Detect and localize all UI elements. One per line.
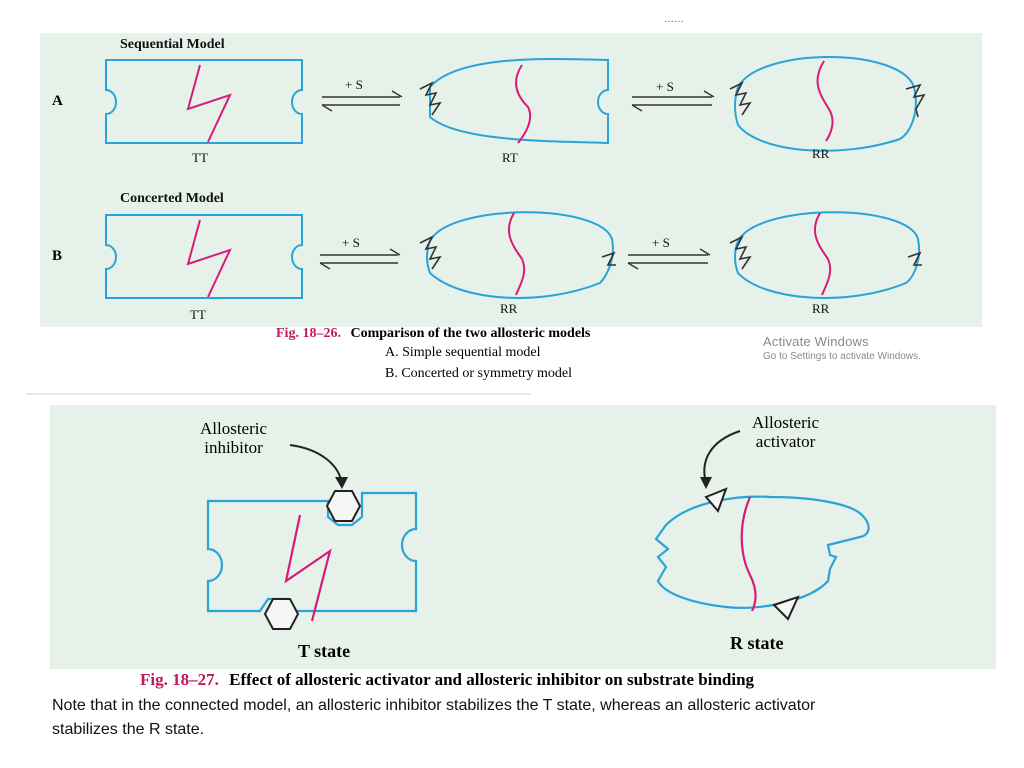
concerted-model-title: Concerted Model (120, 191, 224, 206)
r-state-shape (654, 495, 870, 612)
rr-oval-a (729, 56, 926, 152)
tt-square-a (105, 59, 303, 144)
activator-label: Allosteric activator (752, 413, 819, 451)
row-label-a: A (52, 93, 63, 109)
figure-2-diagram (206, 430, 870, 630)
plus-s-label: + S (345, 77, 363, 92)
activator-label-line2: activator (755, 432, 816, 451)
state-label-rr: RR (500, 301, 518, 316)
activate-windows-subtitle: Go to Settings to activate Windows. (763, 351, 921, 362)
figure-1-title: Comparison of the two allosteric models (350, 326, 591, 341)
sequential-model-title: Sequential Model (120, 37, 225, 52)
equilibrium-arrows-a2 (631, 90, 715, 112)
note-line-1: Note that in the connected model, an all… (52, 697, 816, 714)
rr-oval-b1 (419, 211, 616, 299)
divider (26, 393, 531, 395)
row-label-b: B (52, 248, 63, 264)
equilibrium-arrows-a1 (321, 90, 403, 112)
figure-1-caption-line-a: A. Simple sequential model (385, 345, 541, 360)
figure-2-caption: Fig. 18–27. Effect of allosteric activat… (140, 670, 754, 690)
state-label-rt: RT (502, 150, 518, 165)
r-state-label: R state (730, 633, 784, 653)
plus-s-label: + S (342, 235, 360, 250)
rr-oval-b2 (729, 211, 922, 299)
plus-s-label: + S (652, 235, 670, 250)
figure-1-caption: Fig. 18–26. Comparison of the two allost… (276, 326, 590, 342)
substrate-triangle (772, 595, 800, 621)
equilibrium-arrows-b2 (627, 248, 711, 270)
note-line-2: stabilizes the R state. (52, 721, 205, 738)
t-state-label: T state (298, 641, 351, 661)
t-state-shape (206, 491, 418, 622)
figure-1-diagram (105, 56, 926, 299)
rt-shape (419, 57, 609, 145)
inhibitor-label: Allosteric inhibitor (200, 419, 267, 457)
inhibitor-arrow (289, 444, 343, 486)
state-label-rr: RR (812, 146, 830, 161)
activator-triangle (704, 487, 728, 513)
activate-windows-title: Activate Windows (763, 334, 869, 349)
activator-arrow (703, 430, 741, 484)
plus-s-label: + S (656, 79, 674, 94)
state-label-tt: TT (190, 307, 206, 322)
top-dots: …… (664, 14, 684, 25)
substrate-hexagon (263, 598, 300, 630)
inhibitor-hexagon (325, 490, 362, 522)
figure-1-number: Fig. 18–26. (276, 326, 341, 341)
state-label-rr: RR (812, 301, 830, 316)
inhibitor-label-line2: inhibitor (204, 438, 263, 457)
state-label-tt: TT (192, 150, 208, 165)
tt-square-b (105, 214, 303, 299)
figure-2-panel: Allosteric inhibitor Allosteric activato… (50, 405, 996, 669)
figure-2-number: Fig. 18–27. (140, 670, 219, 689)
figure-1-caption-line-b: B. Concerted or symmetry model (385, 366, 573, 381)
inhibitor-label-line1: Allosteric (200, 419, 268, 438)
equilibrium-arrows-b1 (319, 248, 401, 270)
figure-1-panel: Sequential Model Concerted Model A B + S… (40, 33, 982, 327)
activator-label-line1: Allosteric (752, 413, 820, 432)
figure-2-title: Effect of allosteric activator and allos… (229, 670, 755, 689)
